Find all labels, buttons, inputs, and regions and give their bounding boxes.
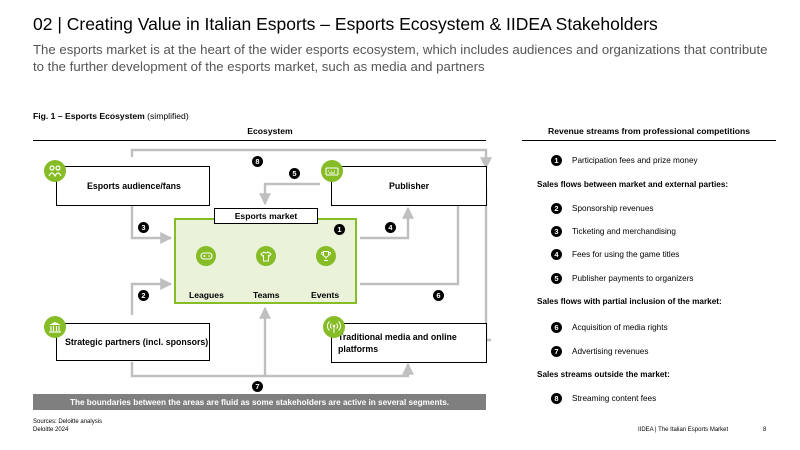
segment-events: Events: [311, 290, 340, 300]
revenue-item-7: Advertising revenues: [572, 347, 649, 356]
broadcast-icon: [323, 316, 345, 338]
revenue-section-2: Sales flows with partial inclusion of th…: [537, 297, 722, 306]
segment-leagues: Leagues: [189, 290, 224, 300]
revenue-item-3: Ticketing and merchandising: [572, 227, 676, 236]
flow-badge-1: 1: [334, 224, 345, 235]
shirt-icon: [256, 246, 276, 266]
revenue-item-8: Streaming content fees: [572, 394, 657, 403]
keyboard-icon: [321, 160, 343, 182]
node-publisher-label: Publisher: [388, 181, 430, 191]
revenue-item-1: Participation fees and prize money: [572, 156, 698, 165]
revenue-item-6: Acquisition of media rights: [572, 323, 668, 332]
ecosystem-rule: [33, 140, 486, 141]
node-partners: Strategic partners (incl. sponsors): [56, 323, 210, 361]
revenue-badge-5: 5: [551, 273, 562, 284]
flow-badge-7: 7: [252, 381, 263, 392]
revenue-item-2: Sponsorship revenues: [572, 204, 654, 213]
revenue-badge-7: 7: [551, 346, 562, 357]
revenue-item-5: Publisher payments to organizers: [572, 274, 694, 283]
figure-caption-rest: (simplified): [144, 111, 189, 121]
segment-teams: Teams: [253, 290, 280, 300]
flow-badge-2: 2: [138, 290, 149, 301]
page-subtitle: The esports market is at the heart of th…: [33, 42, 768, 74]
revenue-rule: [522, 140, 776, 141]
node-publisher: Publisher: [331, 166, 487, 206]
bank-icon: [44, 316, 66, 338]
figure-caption: Fig. 1 – Esports Ecosystem (simplified): [33, 111, 189, 121]
node-media: Traditional media and online platforms: [331, 323, 487, 363]
flow-badge-3: 3: [138, 222, 149, 233]
revenue-badge-2: 2: [551, 203, 562, 214]
revenue-badge-4: 4: [551, 249, 562, 260]
revenue-badge-1: 1: [551, 155, 562, 166]
flow-badge-5: 5: [289, 168, 300, 179]
flow-badge-4: 4: [385, 222, 396, 233]
node-audience-label: Esports audience/fans: [87, 181, 181, 191]
revenue-badge-6: 6: [551, 322, 562, 333]
footer-sources: Sources: Deloitte analysis: [33, 419, 103, 425]
flow-badge-6: 6: [433, 290, 444, 301]
trophy-icon: [316, 246, 336, 266]
ecosystem-heading: Ecosystem: [247, 126, 293, 136]
revenue-heading: Revenue streams from professional compet…: [547, 126, 750, 136]
revenue-section-3: Sales streams outside the market:: [537, 370, 670, 379]
people-icon: [44, 160, 66, 182]
esports-market-label: Esports market: [214, 208, 318, 224]
flow-badge-8: 8: [252, 156, 263, 167]
node-partners-label: Strategic partners (incl. sponsors): [65, 337, 209, 347]
figure-caption-bold: Fig. 1 – Esports Ecosystem: [33, 111, 145, 121]
footer-page-number: 8: [763, 427, 767, 433]
revenue-badge-3: 3: [551, 226, 562, 237]
footer-org: Deloitte 2024: [33, 427, 69, 433]
node-audience: Esports audience/fans: [56, 166, 210, 206]
boundaries-banner: The boundaries between the areas are flu…: [33, 394, 486, 410]
page-title: 02 | Creating Value in Italian Esports –…: [33, 14, 658, 34]
revenue-section-1: Sales flows between market and external …: [537, 180, 729, 189]
gamepad-icon: [196, 246, 216, 266]
revenue-item-4: Fees for using the game titles: [572, 250, 680, 259]
node-media-label: Traditional media and online platforms: [338, 332, 457, 354]
revenue-badge-8: 8: [551, 393, 562, 404]
footer-report: IIDEA | The Italian Esports Market: [638, 427, 729, 433]
